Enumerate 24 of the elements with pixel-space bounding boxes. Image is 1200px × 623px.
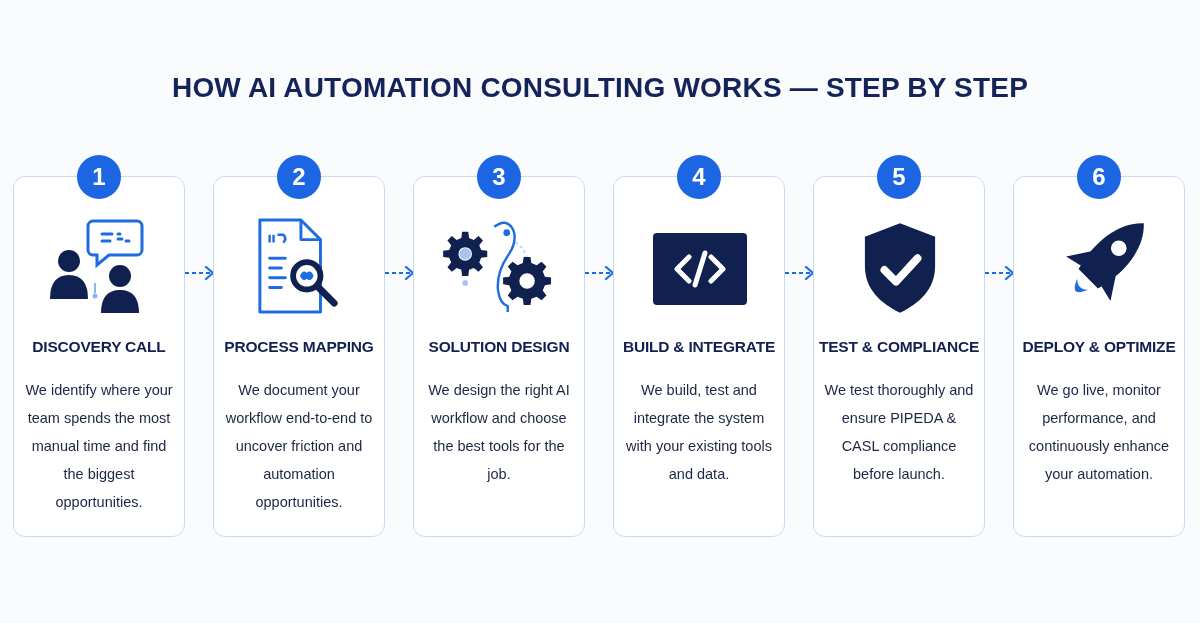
- arrow: [384, 265, 415, 281]
- step-title: PROCESS MAPPING: [224, 338, 374, 355]
- step-description: We test thoroughly and ensure PIPEDA & CASL compliance before launch.: [824, 382, 974, 482]
- step-title: DEPLOY & OPTIMIZE: [1022, 338, 1176, 355]
- step-number: 4: [677, 155, 721, 199]
- step-title: BUILD & INTEGRATE: [622, 338, 776, 355]
- step-number: 5: [877, 155, 921, 199]
- arrow: [184, 265, 215, 281]
- title: HOW AI AUTOMATION CONSULTING WORKS — STEP BY STEP: [171, 72, 1029, 103]
- step-number: 6: [1077, 155, 1121, 199]
- step-title: DISCOVERY CALL: [32, 338, 166, 355]
- step-title: SOLUTION DESIGN: [428, 338, 570, 355]
- step-number: 1: [77, 155, 121, 199]
- arrow: [984, 265, 1015, 281]
- arrow: [784, 265, 815, 281]
- step-description: We build, test and integrate the system with your existing tools and data.: [626, 382, 772, 482]
- step-description: We go live, monitor performance, and continuously enhance your automation.: [1028, 382, 1170, 482]
- step-title: TEST & COMPLIANCE: [818, 338, 980, 355]
- step-number: 2: [277, 155, 321, 199]
- step-number: 3: [477, 155, 521, 199]
- arrow: [584, 265, 615, 281]
- step-description: We identify where your team spends the most manual time and find the biggest opportunities.: [25, 382, 173, 510]
- step-description: We document your workflow end-to-end to uncover friction and automation opportunities.: [225, 382, 373, 510]
- step-description: We design the right AI workflow and choose the best tools for the job.: [428, 382, 570, 482]
